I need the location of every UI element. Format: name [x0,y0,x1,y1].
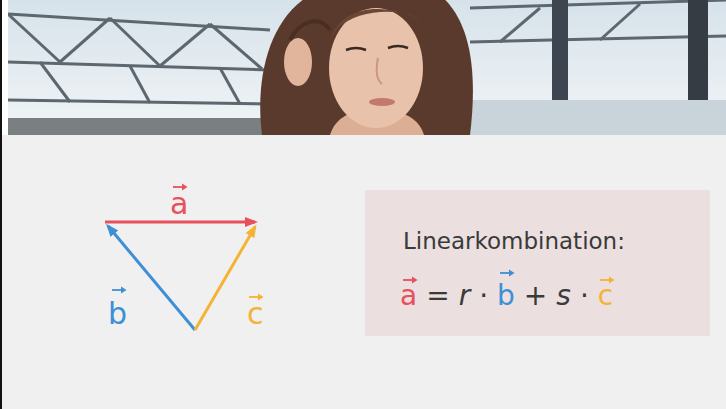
vector-arrow-head [182,184,188,191]
hand [284,38,312,86]
vector-arrow-head [121,287,127,294]
vector-arrow-head [258,294,264,301]
vector-arrow-head [609,277,615,284]
formula-term: = [426,282,449,310]
box-heading: Linearkombination: [403,228,625,254]
vector-arrow-symbol [111,286,127,294]
background-haze [470,100,726,135]
nose [377,58,382,84]
lips [369,98,395,106]
bridge-rail [8,118,278,135]
sky [8,0,726,135]
formula-box: Linearkombination: [365,190,710,336]
vector-arrow [195,227,255,330]
vector-label: b [108,299,127,329]
vector-label: c [247,299,264,329]
vector-arrow [108,226,195,330]
formula-term: · [580,282,589,310]
vector-arrow-symbol [402,276,418,284]
face [329,8,423,128]
vector-arrow-symbol [599,276,615,284]
formula-term: c [598,282,613,310]
vector-arrow-symbol [172,183,188,191]
formula-term: a [400,282,417,310]
hair [260,0,473,135]
eye [346,48,366,50]
vector-arrow-head [412,277,418,284]
vector-arrow-symbol [499,269,515,277]
eye [388,46,408,48]
vector-arrow-head [509,270,515,277]
hair-strand [290,21,330,40]
vector-arrow-symbol [248,293,264,301]
formula-term: + [524,282,547,310]
frame-border [0,0,2,409]
formula-term: s [556,282,571,310]
hair-strand [330,9,420,40]
formula-term: · [479,282,488,310]
formula-term: r [459,282,471,310]
vector-arrow [105,221,255,224]
vector-label: a [170,189,188,219]
formula-term: b [497,282,515,310]
photo [8,0,726,135]
